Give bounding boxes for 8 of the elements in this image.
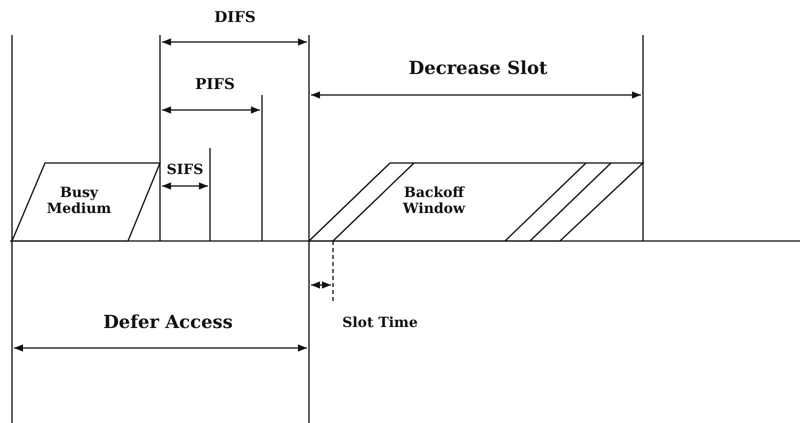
timing-label: DIFS	[214, 8, 256, 26]
timing-label: SIFS	[166, 162, 204, 178]
timing-label: PIFS	[195, 75, 235, 93]
timing-label: Decrease Slot	[408, 58, 548, 79]
block-label: Backoff Window	[402, 185, 466, 217]
timing-label: Defer Access	[103, 312, 233, 333]
block-label: Busy Medium	[46, 185, 112, 217]
timing-label: Slot Time	[342, 315, 418, 331]
